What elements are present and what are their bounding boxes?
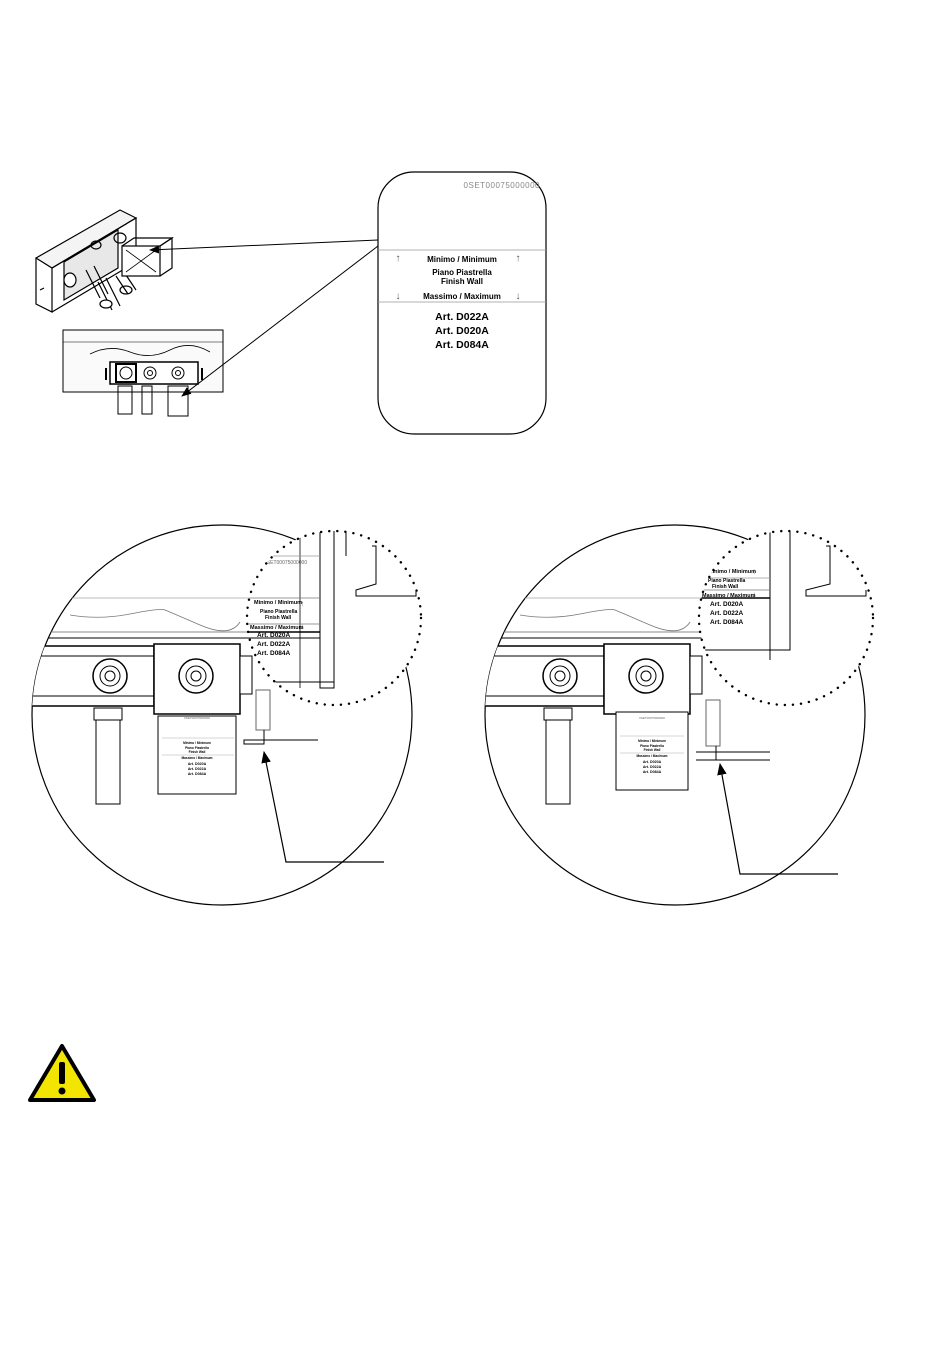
svg-text:Art. D084A: Art. D084A xyxy=(188,772,207,776)
left-zoom-article-3: Art. D084A xyxy=(257,650,291,657)
svg-text:Art. D020A: Art. D020A xyxy=(643,760,662,764)
label-code: 0SET00075000000 xyxy=(464,181,541,190)
arrow-down-right-icon: ↓ xyxy=(516,291,521,302)
right-zoom-minimo: Minimo / Minimum xyxy=(708,569,756,575)
svg-text:Minimo / Minimum: Minimo / Minimum xyxy=(638,739,666,743)
svg-text:Art. D022A: Art. D022A xyxy=(643,765,662,769)
svg-text:Finish Wall: Finish Wall xyxy=(644,748,661,752)
callout-lines xyxy=(149,239,379,397)
right-detail-view: 0SET00075000000 Minimo / Minimum Piano P… xyxy=(484,524,875,906)
label-piano-line2: Finish Wall xyxy=(441,277,483,286)
label-card: 0SET00075000000 ↑ ↑ Minimo / Minimum Pia… xyxy=(377,171,547,435)
svg-text:0SET00075000000: 0SET00075000000 xyxy=(639,716,665,720)
left-small-label: 0SET00075000000 Minimo / Minimum Piano P… xyxy=(162,716,234,776)
mixer-body-isometric xyxy=(34,209,174,313)
svg-text:Art. D020A: Art. D020A xyxy=(188,762,207,766)
mixer-body-front-view xyxy=(62,329,224,417)
arrow-up-icon: ↑ xyxy=(752,567,756,576)
svg-text:0SET00075000000: 0SET00075000000 xyxy=(184,716,210,720)
right-zoom-massimo: Massimo / Maximum xyxy=(702,593,756,599)
arrow-down-icon: ↓ xyxy=(752,590,756,599)
label-massimo: Massimo / Maximum xyxy=(423,292,501,301)
left-leader-line xyxy=(261,750,384,863)
left-zoom-article-2: Art. D022A xyxy=(257,641,291,648)
left-zoom-piano-1: Piano Piastrella xyxy=(260,609,297,615)
arrow-down-icon: ↓ xyxy=(300,622,304,631)
right-zoom-article-3: Art. D084A xyxy=(710,619,744,626)
right-zoom-article-2: Art. D022A xyxy=(710,610,744,617)
right-zoom-piano-1: Piano Piastrella xyxy=(708,578,745,584)
svg-text:Art. D084A: Art. D084A xyxy=(643,770,662,774)
left-zoom-code: 0SET00075000000 xyxy=(264,560,307,566)
left-zoom-article-1: Art. D020A xyxy=(257,632,291,639)
label-article-2: Art. D020A xyxy=(435,325,489,337)
right-zoom-piano-2: Finish Wall xyxy=(712,584,739,590)
label-piano-line1: Piano Piastrella xyxy=(432,268,492,277)
svg-text:Massimo / Maximum: Massimo / Maximum xyxy=(637,754,668,758)
left-zoom-massimo: Massimo / Maximum xyxy=(250,625,304,631)
label-minimo: Minimo / Minimum xyxy=(427,255,497,264)
svg-text:Art. D022A: Art. D022A xyxy=(188,767,207,771)
right-leader-line xyxy=(717,762,838,875)
left-detail-view: 0SET00075000000 Minimo / Minimum Piano P… xyxy=(31,524,423,906)
left-zoom-piano-2: Finish Wall xyxy=(265,615,292,621)
arrow-down-left-icon: ↓ xyxy=(396,291,401,302)
svg-text:Piano Piastrella: Piano Piastrella xyxy=(640,744,664,748)
arrow-up-icon: ↑ xyxy=(300,599,304,608)
arrow-up-left-icon: ↑ xyxy=(396,253,401,264)
label-article-1: Art. D022A xyxy=(435,311,489,323)
label-article-3: Art. D084A xyxy=(435,339,489,351)
svg-text:Massimo / Maximum: Massimo / Maximum xyxy=(182,756,213,760)
svg-text:Finish Wall: Finish Wall xyxy=(189,750,206,754)
right-small-label: 0SET00075000000 Minimo / Minimum Piano P… xyxy=(620,716,684,774)
right-zoom-article-1: Art. D020A xyxy=(710,601,744,608)
left-zoom-minimo: Minimo / Minimum xyxy=(254,600,302,606)
arrow-up-right-icon: ↑ xyxy=(516,253,521,264)
svg-text:Piano Piastrella: Piano Piastrella xyxy=(185,746,209,750)
warning-triangle-icon xyxy=(28,1044,96,1102)
svg-text:Minimo / Minimum: Minimo / Minimum xyxy=(183,741,211,745)
